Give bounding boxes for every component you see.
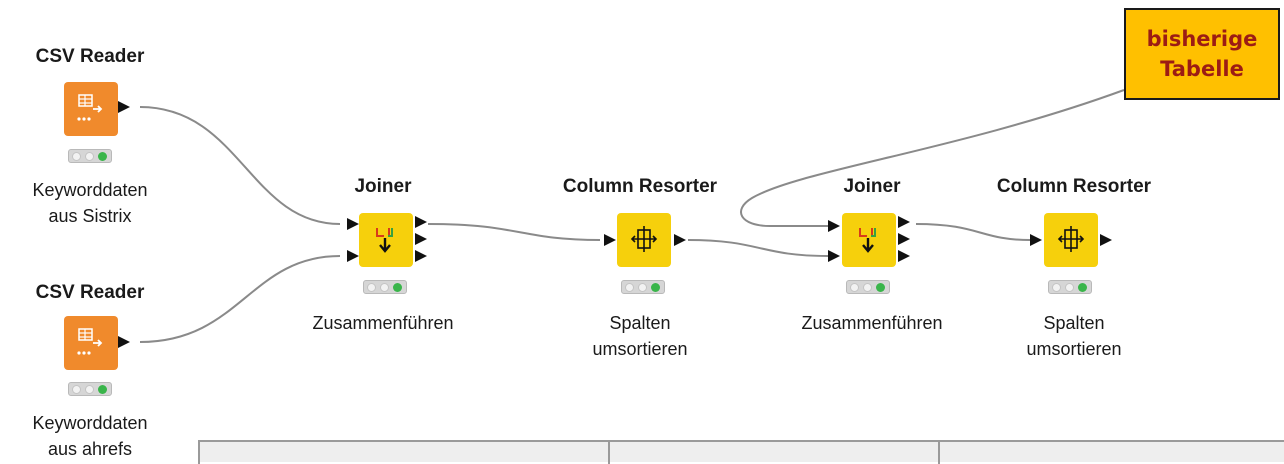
wire-res1-join2[interactable] <box>687 239 829 257</box>
input-port[interactable] <box>1030 234 1042 246</box>
joiner-icon[interactable] <box>842 213 896 267</box>
status-indicator <box>363 280 407 294</box>
node-description: Spalten umsortieren <box>1026 313 1122 359</box>
node-title: Column Resorter <box>562 176 718 197</box>
status-indicator <box>1048 280 1092 294</box>
annotation-box[interactable]: bisherige Tabelle <box>1124 8 1280 100</box>
node-description: Spalten umsortieren <box>592 313 688 359</box>
status-executed-light <box>651 283 660 292</box>
output-port[interactable] <box>415 250 427 262</box>
column-resorter-icon[interactable] <box>1044 213 1098 267</box>
wire-join1-res1[interactable] <box>427 223 601 241</box>
bottom-panel-tabs[interactable] <box>198 440 1284 464</box>
node-title: CSV Reader <box>35 46 145 67</box>
status-executed-light <box>1078 283 1087 292</box>
column-resorter-icon[interactable] <box>617 213 671 267</box>
node-title: Joiner <box>354 176 412 197</box>
node-title: Joiner <box>843 176 901 197</box>
status-indicator <box>621 280 665 294</box>
node-description: Keyworddaten aus Sistrix <box>32 180 148 226</box>
output-port[interactable] <box>898 233 910 245</box>
output-port[interactable] <box>898 216 910 228</box>
csv-reader-icon[interactable] <box>64 316 118 370</box>
node-description: Zusammenführen <box>312 313 454 333</box>
output-port[interactable] <box>415 216 427 228</box>
input-port[interactable] <box>828 250 840 262</box>
status-indicator <box>68 149 112 163</box>
wire-join2-res2[interactable] <box>915 223 1031 241</box>
bottom-tab-3[interactable] <box>938 442 1284 464</box>
input-port[interactable] <box>347 218 359 230</box>
input-port[interactable] <box>347 250 359 262</box>
node-description: Keyworddaten aus ahrefs <box>32 413 148 459</box>
wire-csv2-join1[interactable] <box>139 255 341 343</box>
annotation-line-1: bisherige <box>1146 27 1258 51</box>
status-executed-light <box>98 385 107 394</box>
output-port[interactable] <box>118 336 130 348</box>
status-executed-light <box>98 152 107 161</box>
status-executed-light <box>393 283 402 292</box>
joiner-icon[interactable] <box>359 213 413 267</box>
wire-csv1-join1[interactable] <box>139 106 341 225</box>
wire-annotation-join2[interactable] <box>740 89 1125 227</box>
csv-reader-icon[interactable] <box>64 82 118 136</box>
status-executed-light <box>876 283 885 292</box>
status-indicator <box>68 382 112 396</box>
output-port[interactable] <box>1100 234 1112 246</box>
input-port[interactable] <box>604 234 616 246</box>
output-port[interactable] <box>415 233 427 245</box>
bottom-tab-1[interactable] <box>198 442 608 464</box>
output-port[interactable] <box>898 250 910 262</box>
node-title: CSV Reader <box>35 282 145 303</box>
bottom-tab-2[interactable] <box>608 442 938 464</box>
output-port[interactable] <box>674 234 686 246</box>
status-indicator <box>846 280 890 294</box>
output-port[interactable] <box>118 101 130 113</box>
input-port[interactable] <box>828 220 840 232</box>
annotation-line-2: Tabelle <box>1160 57 1244 81</box>
node-title: Column Resorter <box>996 176 1152 197</box>
node-description: Zusammenführen <box>801 313 943 333</box>
